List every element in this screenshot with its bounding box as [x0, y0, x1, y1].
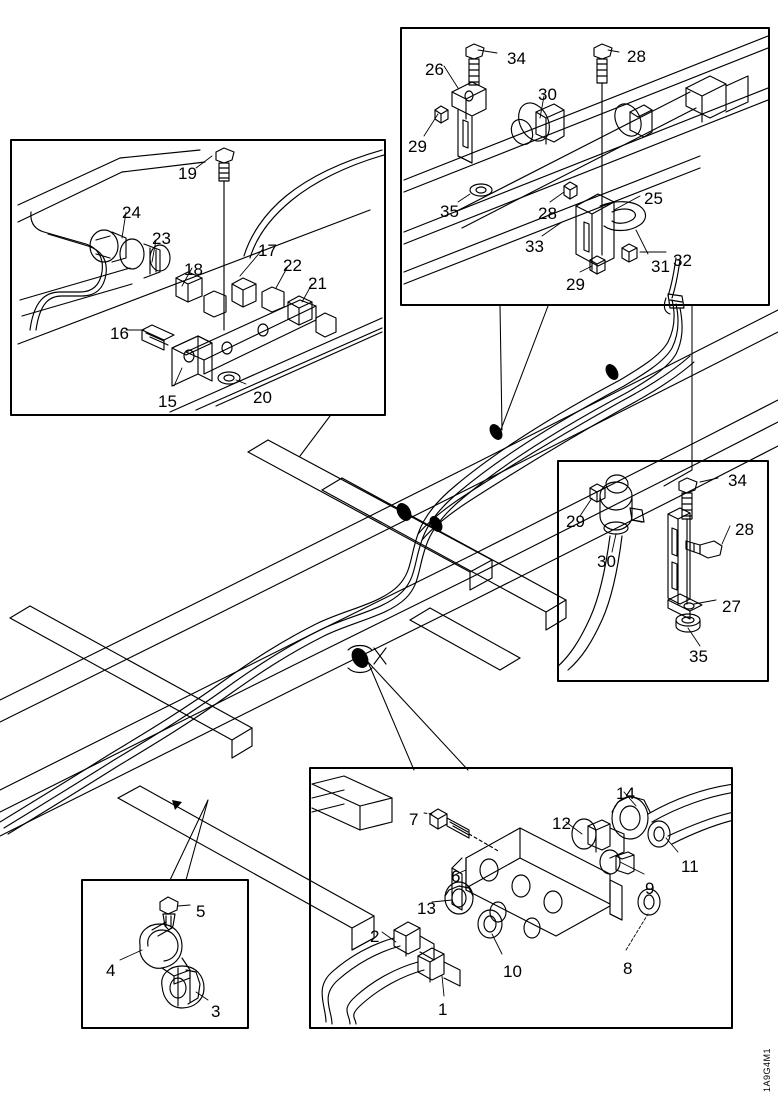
cross-member-lower-left [9, 605, 253, 759]
callout-34-mr: 34 [728, 471, 747, 490]
nut-29-mr [589, 483, 606, 503]
callout-17: 17 [258, 241, 277, 260]
callout-4: 4 [106, 961, 116, 980]
bracket-27 [667, 507, 703, 620]
nut-29-b [589, 255, 606, 275]
callout-10: 10 [503, 962, 522, 981]
callout-23: 23 [152, 229, 171, 248]
callout-33: 33 [525, 237, 544, 256]
callout-8: 8 [623, 959, 633, 978]
washer-35 [469, 183, 493, 197]
fitting-9 [599, 849, 635, 875]
callout-12: 12 [552, 814, 571, 833]
fitting-30 [599, 474, 645, 535]
callout-6: 6 [451, 867, 461, 886]
washer-35-mr [675, 613, 701, 633]
callout-35-mr: 35 [689, 647, 708, 666]
callout-9: 9 [645, 879, 655, 898]
callout-28-mid: 28 [538, 204, 557, 223]
coupler-31 [614, 103, 653, 138]
callout-3: 3 [211, 1002, 221, 1021]
leader-arrow [172, 800, 182, 810]
callout-1: 1 [438, 1000, 448, 1019]
cross-member-mid [321, 477, 567, 631]
callout-28-top: 28 [627, 47, 646, 66]
callout-30-mr: 30 [597, 552, 616, 571]
nut-13 [444, 881, 474, 915]
hydraulic-line-bundle [0, 299, 683, 835]
elbow-fitting-top-right [667, 293, 685, 309]
callout-21: 21 [308, 274, 327, 293]
panel-lower-left-artwork [119, 896, 209, 1009]
callout-19: 19 [178, 164, 197, 183]
callout-31: 31 [651, 257, 670, 276]
panel-frames [10, 27, 770, 1029]
fitting-1 [417, 947, 461, 987]
callout-29-a: 29 [408, 137, 427, 156]
bracket-26 [451, 81, 487, 164]
bracket-25 [575, 193, 647, 271]
panel-upper-right-artwork [403, 35, 768, 285]
nut-28-mid [563, 181, 578, 200]
callout-2: 2 [370, 927, 380, 946]
main-frame-rail [0, 309, 778, 837]
callout-15: 15 [158, 392, 177, 411]
nut-14 [611, 795, 651, 840]
bolt-7 [429, 808, 501, 853]
callout-28-mr: 28 [735, 520, 754, 539]
callout-14: 14 [616, 784, 635, 803]
callout-27: 27 [722, 597, 741, 616]
leader-lines [169, 304, 693, 881]
coupler-30 [510, 102, 565, 146]
callout-22: 22 [283, 256, 302, 275]
cross-member-bottom [117, 785, 375, 951]
fitting-2 [393, 921, 435, 961]
callout-11: 11 [681, 857, 699, 876]
callout-25: 25 [644, 189, 663, 208]
nut-32 [621, 243, 638, 263]
callout-16: 16 [110, 324, 129, 343]
panel-middle-right-artwork [559, 474, 731, 671]
nut-8 [637, 888, 661, 916]
hydraulic-line-upper-branch [417, 355, 695, 541]
panel-lower-right-artwork [311, 775, 731, 1025]
fitting-11 [647, 820, 671, 848]
cross-member-upper [247, 439, 493, 591]
bolt-34-mr [678, 477, 698, 605]
bolt-34 [465, 43, 485, 86]
callout-7: 7 [409, 810, 419, 829]
callout-29-mr: 29 [566, 512, 585, 531]
nut-10 [477, 909, 503, 939]
line-clamp-node [351, 364, 619, 668]
panel-upper-left-artwork [17, 147, 384, 413]
callout-30: 30 [538, 85, 557, 104]
callout-24: 24 [122, 203, 141, 222]
cross-member-right-lower [409, 607, 521, 671]
callout-13: 13 [417, 899, 436, 918]
callout-29-b: 29 [566, 275, 585, 294]
bolt-28-mr [685, 540, 723, 559]
drawing-code: 1A9G4M1 [762, 1047, 772, 1092]
bolt-28-top [593, 43, 613, 256]
callout-18: 18 [184, 260, 203, 279]
nut-29-a [434, 105, 449, 124]
grommet-3 [161, 965, 205, 1009]
callout-5: 5 [196, 902, 206, 921]
line-clamp-detail [347, 644, 387, 674]
callout-20: 20 [253, 388, 272, 407]
callout-35: 35 [440, 202, 459, 221]
callout-34: 34 [507, 49, 526, 68]
clamp-4 [139, 921, 191, 985]
coupler-12 [571, 818, 625, 859]
callout-26: 26 [425, 60, 444, 79]
callout-32: 32 [673, 251, 692, 270]
